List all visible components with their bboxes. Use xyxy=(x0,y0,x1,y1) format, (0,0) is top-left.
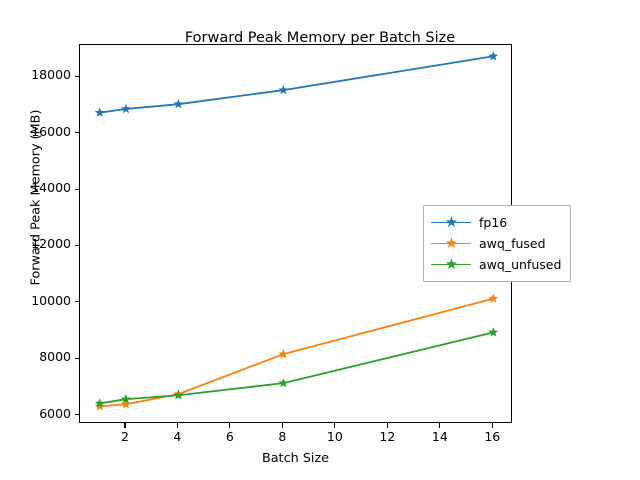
legend-label: awq_unfused xyxy=(479,257,562,272)
data-point-marker xyxy=(94,107,105,117)
legend-swatch: ★ xyxy=(431,254,471,273)
data-point-marker xyxy=(278,84,289,95)
legend: ★ fp16 ★ awq_fused ★ awq_unfused xyxy=(423,205,572,282)
legend-label: fp16 xyxy=(479,215,508,230)
legend-swatch: ★ xyxy=(431,233,471,252)
data-point-marker xyxy=(94,401,105,411)
y-tick-mark xyxy=(74,413,79,416)
x-tick-label: 14 xyxy=(431,429,448,444)
legend-line xyxy=(431,242,471,245)
data-point-marker xyxy=(488,327,499,337)
x-tick-label: 2 xyxy=(120,429,129,444)
y-tick-label: 10000 xyxy=(31,292,71,308)
x-tick-mark xyxy=(229,423,231,428)
data-point-marker xyxy=(173,98,184,109)
x-axis-ticks: 2 4 6 8 10 12 14 16 xyxy=(79,423,512,463)
series-lines xyxy=(94,51,499,411)
y-axis-ticks: 6000 8000 10000 12000 14000 16000 18000 xyxy=(0,44,79,423)
chart-title: Forward Peak Memory per Batch Size xyxy=(184,30,456,46)
data-point-marker xyxy=(278,377,289,388)
legend-star-icon: ★ xyxy=(444,212,459,231)
x-tick-label: 8 xyxy=(278,429,287,444)
x-tick-label: 10 xyxy=(326,429,343,444)
y-tick-label: 14000 xyxy=(31,180,71,196)
x-tick-label: 4 xyxy=(173,429,182,444)
x-tick-mark xyxy=(176,423,178,428)
y-tick-mark xyxy=(74,301,79,303)
x-tick-mark xyxy=(386,423,388,428)
legend-line xyxy=(431,221,471,224)
data-point-marker xyxy=(278,348,289,359)
data-point-marker xyxy=(173,390,184,400)
legend-star-icon: ★ xyxy=(444,233,459,252)
x-tick-mark xyxy=(281,423,283,428)
data-point-marker xyxy=(120,103,131,114)
y-tick-mark xyxy=(74,188,79,190)
series-fp16 xyxy=(94,51,499,117)
y-tick-mark xyxy=(74,357,79,359)
y-axis-label: Forward Peak Memory (MB) xyxy=(28,109,44,286)
legend-item-fp16[interactable]: ★ fp16 xyxy=(431,212,561,233)
legend-star-icon: ★ xyxy=(444,254,459,273)
series-container xyxy=(80,45,511,422)
data-point-marker xyxy=(94,398,105,408)
legend-item-awq_unfused[interactable]: ★ awq_unfused xyxy=(431,254,561,275)
y-tick-label: 18000 xyxy=(31,67,71,83)
legend-swatch: ★ xyxy=(431,212,471,231)
series-awq_fused xyxy=(94,293,499,411)
y-tick-label: 8000 xyxy=(39,349,71,365)
data-point-marker xyxy=(488,51,499,61)
y-tick-mark xyxy=(74,244,79,247)
y-tick-label: 6000 xyxy=(39,405,71,421)
y-tick-mark xyxy=(74,132,79,134)
x-axis-label: Batch Size xyxy=(261,451,330,466)
legend-label: awq_fused xyxy=(479,236,546,251)
x-tick-mark xyxy=(334,423,336,428)
x-tick-label: 6 xyxy=(225,429,234,444)
x-tick-label: 16 xyxy=(484,429,501,444)
x-tick-mark xyxy=(491,423,493,428)
y-tick-mark xyxy=(74,75,79,77)
data-point-marker xyxy=(120,394,131,404)
legend-line xyxy=(431,263,471,266)
x-tick-mark xyxy=(124,423,126,428)
y-tick-label: 12000 xyxy=(31,236,71,252)
x-tick-mark xyxy=(439,423,441,428)
series-line xyxy=(99,297,494,408)
data-point-marker xyxy=(488,293,499,303)
x-tick-label: 12 xyxy=(379,429,396,444)
data-point-marker xyxy=(120,399,131,409)
series-awq_unfused xyxy=(94,327,499,408)
series-line xyxy=(99,331,494,405)
series-line xyxy=(99,55,494,114)
legend-item-awq_fused[interactable]: ★ awq_fused xyxy=(431,233,561,254)
y-tick-label: 16000 xyxy=(31,123,71,139)
